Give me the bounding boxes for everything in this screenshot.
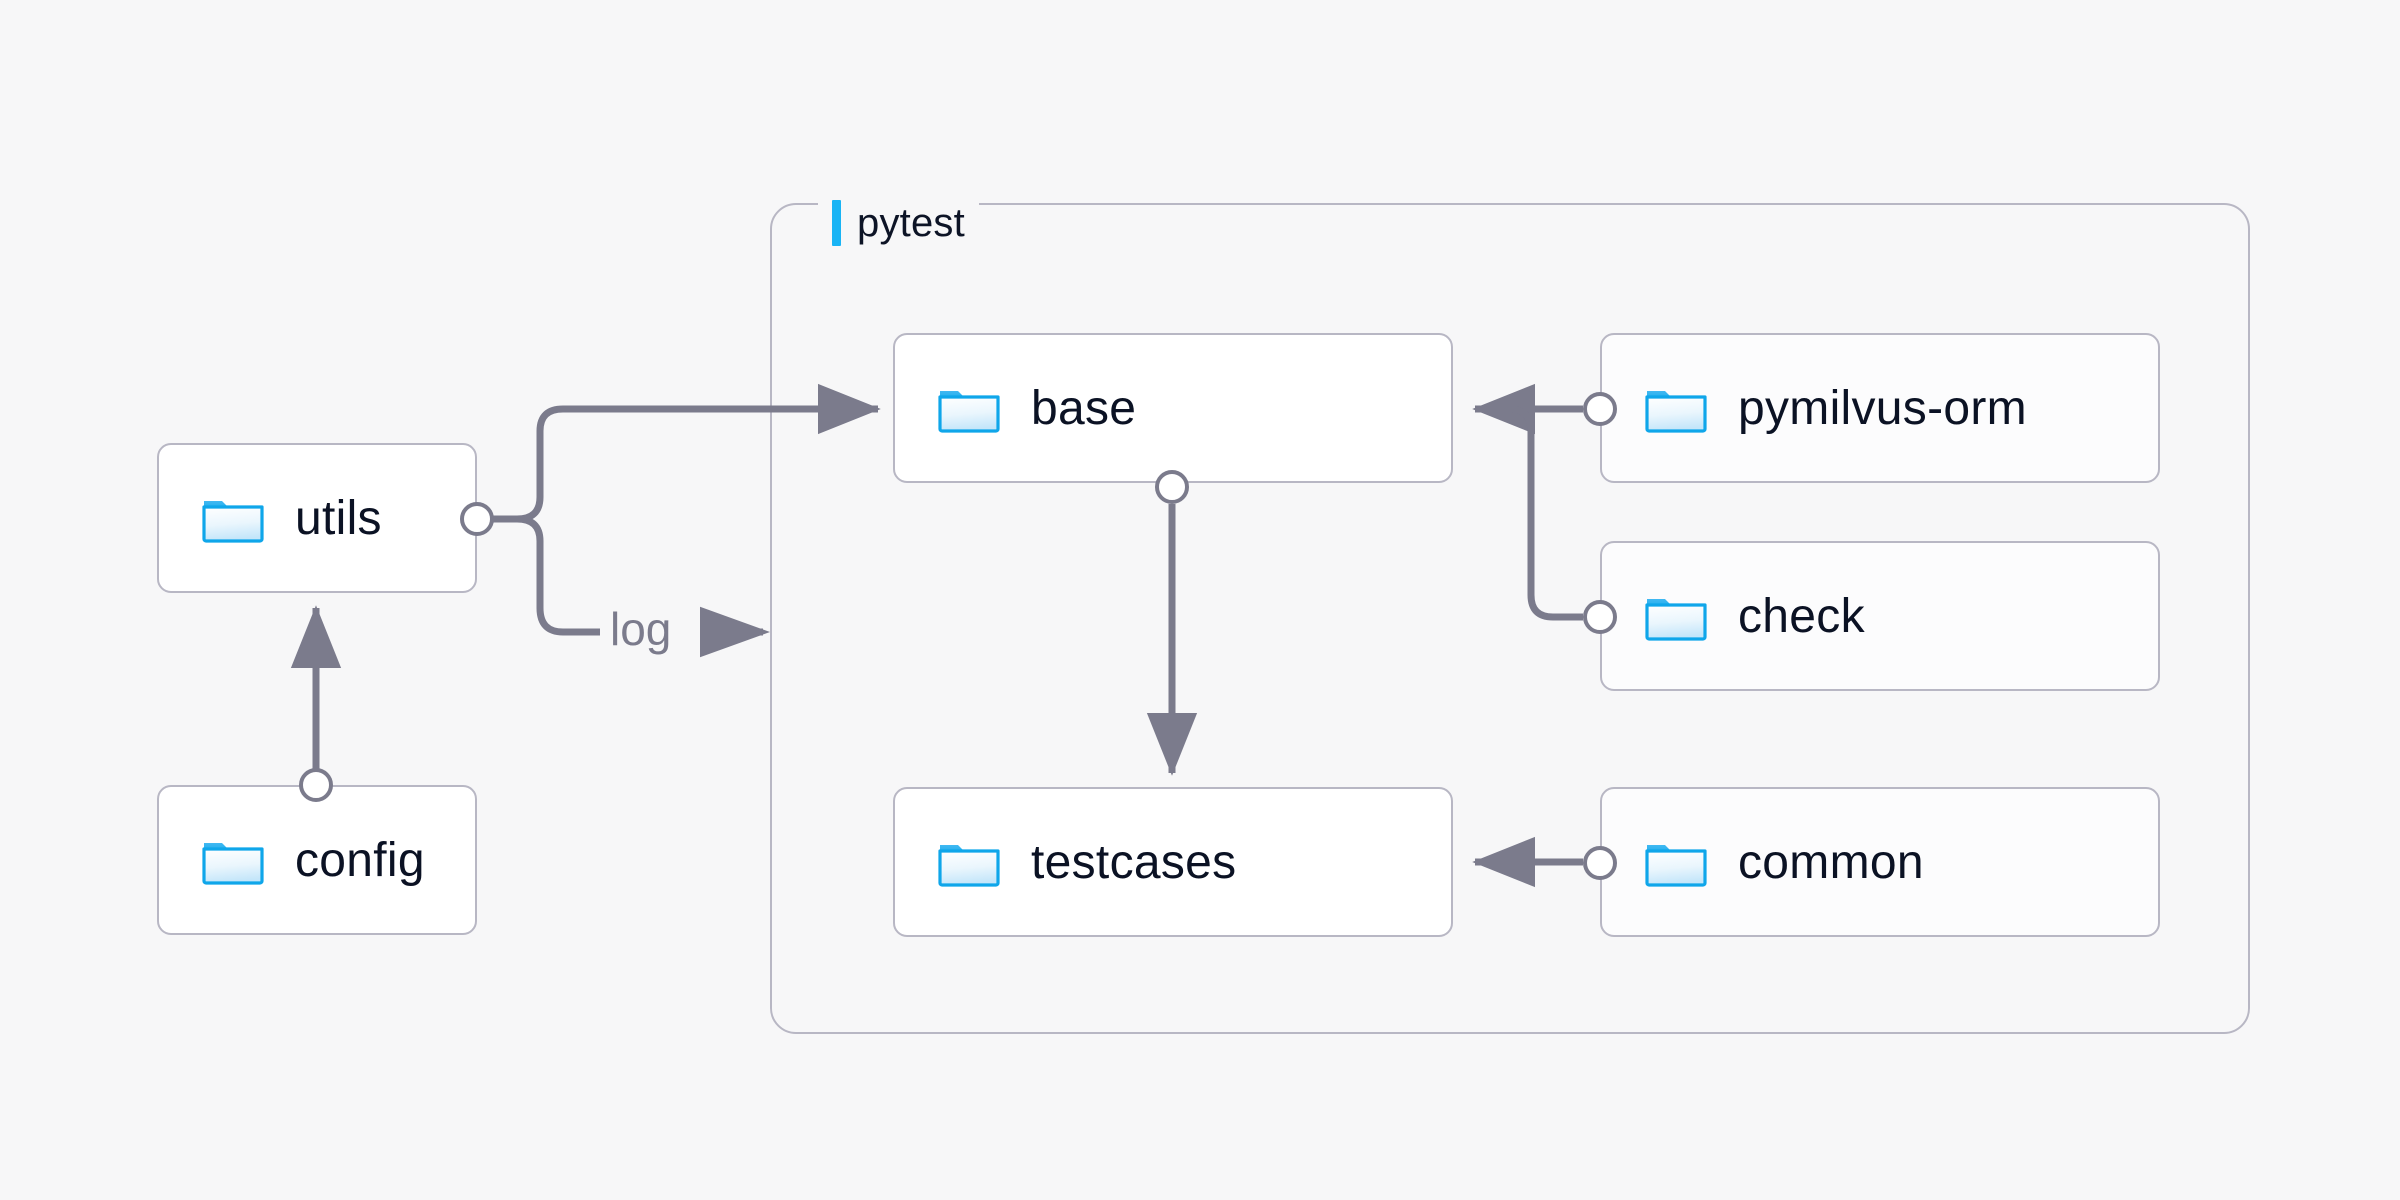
folder-icon — [1645, 599, 1707, 641]
folder-icon — [938, 391, 1000, 433]
pytest-group-label: pytest — [818, 193, 979, 253]
edge-utils-log — [490, 515, 770, 658]
node-common[interactable]: common — [1600, 787, 2160, 937]
node-check-label: check — [1738, 589, 1865, 643]
node-pymilvus-orm[interactable]: pymilvus-orm — [1600, 333, 2160, 483]
port-common-left[interactable] — [1583, 846, 1617, 880]
pytest-group-container — [770, 203, 2250, 1034]
port-pymilvus-orm-left[interactable] — [1583, 392, 1617, 426]
folder-icon — [202, 843, 264, 885]
node-testcases-label: testcases — [1031, 835, 1237, 889]
edge-utils-to-base — [490, 383, 881, 523]
node-testcases[interactable]: testcases — [893, 787, 1453, 937]
node-config[interactable]: config — [157, 785, 477, 935]
port-utils-right[interactable] — [460, 502, 494, 536]
node-base-label: base — [1031, 381, 1137, 435]
folder-icon — [202, 501, 264, 543]
edge-label-log: log — [600, 602, 682, 656]
node-pymilvus-orm-label: pymilvus-orm — [1738, 381, 2027, 435]
node-check[interactable]: check — [1600, 541, 2160, 691]
folder-icon — [1645, 845, 1707, 887]
folder-icon — [1645, 391, 1707, 433]
group-label-text: pytest — [857, 200, 965, 245]
port-check-left[interactable] — [1583, 600, 1617, 634]
port-base-bottom[interactable] — [1155, 470, 1189, 504]
node-config-label: config — [295, 833, 425, 887]
folder-icon — [938, 845, 1000, 887]
edge-check-to-base — [1475, 405, 1583, 621]
group-accent-bar — [832, 200, 841, 246]
port-config-top[interactable] — [299, 768, 333, 802]
node-common-label: common — [1738, 835, 1924, 889]
node-utils-label: utils — [295, 491, 382, 545]
node-utils[interactable]: utils — [157, 443, 477, 593]
node-base[interactable]: base — [893, 333, 1453, 483]
